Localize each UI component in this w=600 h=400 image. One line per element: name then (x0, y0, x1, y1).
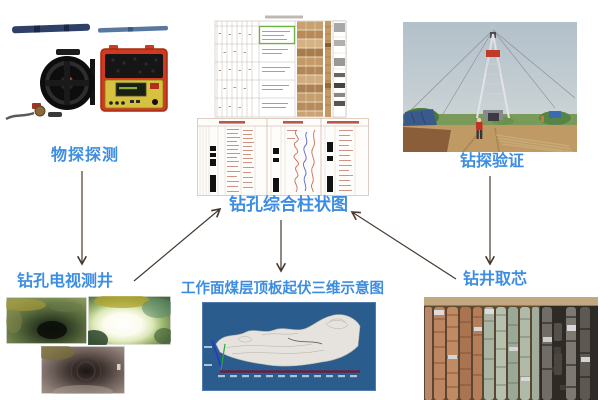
derrick-tower (476, 26, 510, 121)
axis-tick-labels (204, 346, 357, 378)
geophysical-equipment-photo (4, 13, 172, 123)
section-header-text (219, 121, 359, 124)
blue-sign (549, 111, 561, 125)
label-borehole-composite-log: 钻孔综合柱状图 (229, 195, 348, 215)
contour-lines (225, 318, 349, 355)
worker-figure (476, 117, 483, 139)
label-geophysical-detection: 物探探测 (51, 145, 120, 164)
table-title-text (265, 15, 303, 19)
arrow-core-to-composite-log (350, 211, 457, 280)
axes (211, 339, 360, 373)
core-log-table-image (213, 13, 351, 121)
borehole-core-column (325, 21, 331, 117)
table-cell-values (218, 33, 251, 108)
core-section-green (484, 307, 539, 400)
green-highlight-cell (258, 25, 296, 45)
coal-roof-3d-image (202, 302, 376, 391)
rig-red-banner (486, 50, 500, 57)
log-curve-blue (303, 131, 308, 192)
probe-rod-2-icon (98, 25, 168, 33)
drilling-rig-photo (403, 22, 577, 152)
lithology-bar-column (332, 20, 347, 118)
log-grid (199, 126, 356, 195)
core-section-red (425, 307, 482, 400)
sky (403, 22, 577, 122)
drill-core-box-photo (424, 297, 598, 400)
core-section-dark (540, 306, 598, 400)
wooden-box-rail (424, 297, 598, 306)
log-text-lines (227, 129, 353, 192)
probe-cable-fittings (5, 103, 62, 121)
worker-figure-2 (541, 116, 544, 122)
instrument-case (100, 45, 168, 112)
label-borehole-tv-logging: 钻孔电视测井 (17, 271, 114, 290)
coal-seam-bars (210, 142, 333, 192)
arrow-tv-to-composite-log (133, 207, 222, 282)
log-curve-red-2 (311, 129, 316, 193)
borehole-tv-frame-3 (41, 346, 125, 394)
borehole-tv-frame-2 (88, 296, 171, 345)
composite-columnar-log-image (197, 118, 369, 196)
fold-line (287, 337, 323, 345)
probe-rod-icon (12, 23, 91, 34)
description-text-lines (262, 31, 290, 108)
guy-wires (410, 29, 576, 115)
borehole-tv-frame-1 (6, 297, 87, 344)
label-drill-core-sampling: 钻井取芯 (463, 269, 528, 288)
cable-reel (40, 49, 95, 110)
label-drilling-verification: 钻探验证 (460, 151, 525, 170)
label-coal-seam-roof-3d: 工作面煤层顶板起伏三维示意图 (181, 281, 384, 297)
core-photo-strip (297, 21, 323, 117)
pipe-stack (495, 134, 574, 152)
log-curve-red (293, 129, 299, 193)
terrain-surface (215, 314, 361, 367)
